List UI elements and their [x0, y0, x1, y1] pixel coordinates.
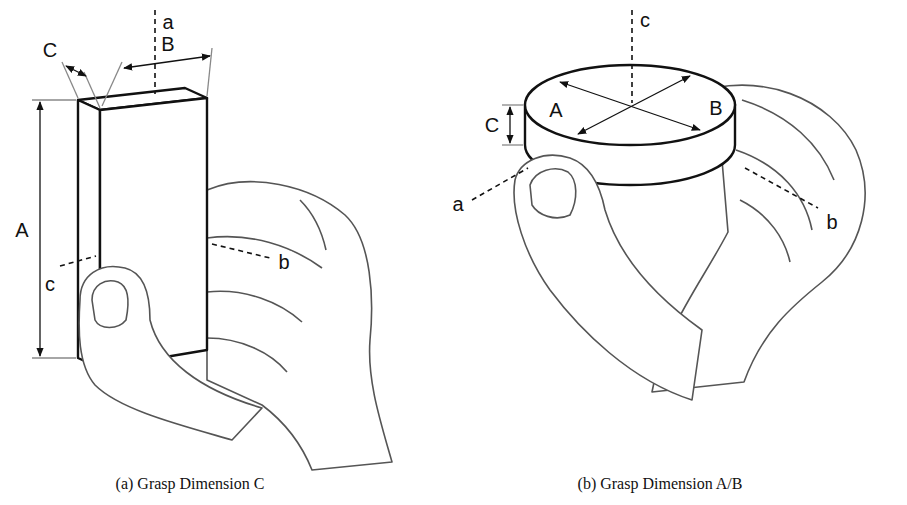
dimension-arrow: [124, 56, 210, 68]
dimension-arrow: [509, 107, 510, 143]
dimension-arrow: [66, 66, 86, 76]
extension-line: [102, 62, 122, 106]
axis-label: c: [43, 273, 57, 295]
extension-line: [32, 357, 76, 358]
axis-label: c: [638, 9, 652, 31]
dimension-arrow: [39, 102, 40, 356]
axis-line: [154, 10, 156, 94]
dimension-label: B: [707, 97, 724, 119]
axis-line: [212, 244, 270, 258]
dimension-label: C: [41, 39, 59, 61]
disk-top: [525, 65, 735, 145]
axis-lines: [60, 10, 270, 266]
finger-line: [207, 338, 287, 372]
thumb: [514, 155, 702, 400]
thumbnail: [92, 281, 128, 328]
extension-line: [502, 144, 523, 145]
dimension-label: C: [483, 114, 501, 136]
axis-label: a: [160, 11, 175, 33]
finger-line: [207, 237, 322, 268]
caption: (b) Grasp Dimension A/B: [576, 475, 745, 493]
thumbnail: [530, 169, 576, 218]
caption: (a) Grasp Dimension C: [114, 475, 267, 493]
axis-lines: [472, 10, 818, 208]
dimension-arrow: [560, 82, 700, 130]
dimension-label: A: [13, 219, 30, 241]
finger-line: [742, 100, 834, 180]
extension-line: [84, 72, 100, 108]
dimension-lines: [502, 76, 700, 145]
dimension-label: A: [547, 99, 564, 121]
finger-line: [207, 291, 302, 322]
finger-line: [736, 150, 812, 230]
dimension-lines: [32, 48, 212, 358]
thumb-front: [79, 267, 262, 440]
axis-label: a: [450, 193, 465, 215]
thumb: [79, 267, 262, 440]
dimension-arrow: [578, 76, 690, 134]
thumb-front: [514, 155, 702, 400]
dimension-label: B: [159, 33, 176, 55]
axis-line: [60, 256, 96, 266]
axis-label: b: [824, 211, 839, 233]
axis-line: [472, 168, 528, 200]
axis-line: [745, 168, 818, 208]
extension-line: [32, 99, 76, 100]
extension-line: [207, 48, 212, 96]
axis-line: [631, 10, 633, 103]
finger-line: [740, 200, 790, 262]
knuckle-line: [300, 200, 326, 250]
axis-label: b: [276, 251, 291, 273]
extension-line: [502, 104, 523, 105]
